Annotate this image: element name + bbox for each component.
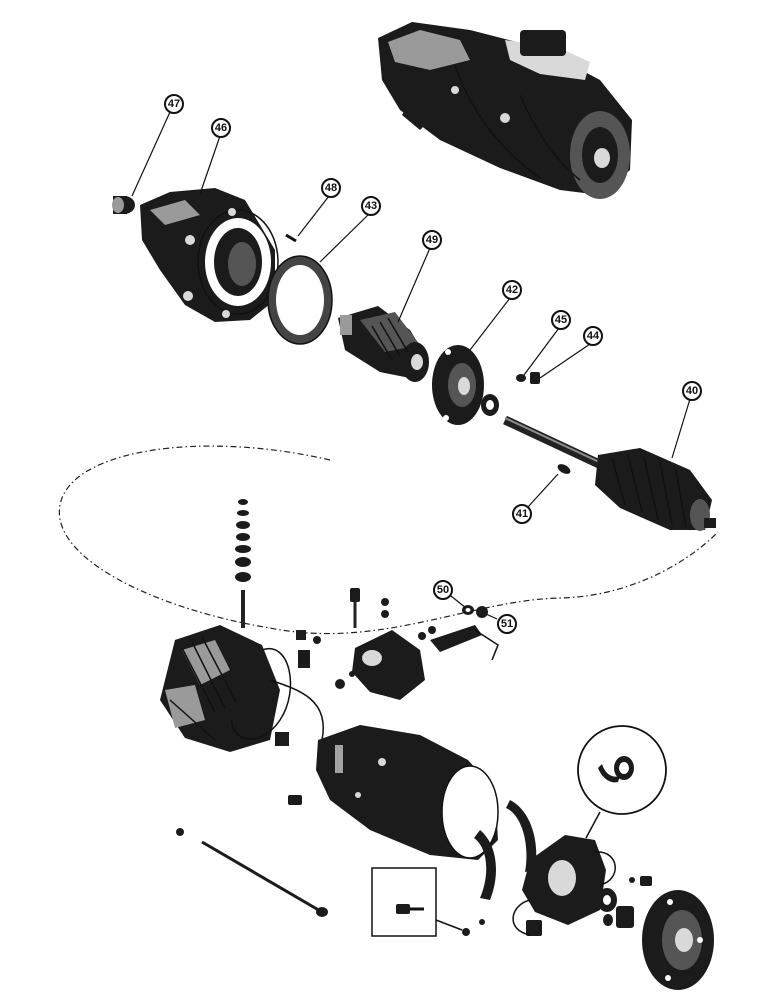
svg-text:46: 46 [215, 122, 227, 134]
svg-text:40: 40 [686, 385, 698, 397]
callout-42: 42 [502, 280, 522, 300]
solenoid-part [335, 588, 499, 700]
nut-51-part [476, 606, 488, 618]
svg-text:44: 44 [587, 330, 600, 342]
svg-text:51: 51 [501, 618, 513, 630]
callout-47: 47 [164, 94, 184, 114]
brush-strips-part [474, 800, 537, 900]
callout-51: 51 [497, 614, 517, 634]
svg-text:50: 50 [437, 584, 449, 596]
callout-49: 49 [422, 230, 442, 250]
assembled-starter-motor [378, 22, 632, 199]
callout-45: 45 [551, 310, 571, 330]
center-plate-part [432, 345, 499, 425]
svg-text:48: 48 [325, 182, 337, 194]
field-coils-part [160, 625, 325, 752]
commutator-end-plate-part [642, 890, 714, 990]
svg-text:43: 43 [365, 200, 377, 212]
callout-46: 46 [211, 118, 231, 138]
pin-part [285, 233, 297, 243]
callout-44: 44 [583, 326, 603, 346]
callout-48: 48 [321, 178, 341, 198]
magnified-detail-circle [577, 725, 667, 839]
terminal-stud-stack [235, 499, 251, 628]
end-bearing-stack [597, 876, 652, 928]
svg-text:49: 49 [426, 234, 438, 246]
callout-43: 43 [361, 196, 381, 216]
svg-text:47: 47 [168, 98, 180, 110]
brush-holder-part [512, 835, 616, 936]
through-bolt-part [176, 828, 328, 917]
callout-50: 50 [433, 580, 453, 600]
drive-housing-part [140, 188, 279, 322]
svg-text:45: 45 [555, 314, 567, 326]
armature-part [503, 415, 716, 531]
screw-part [530, 372, 540, 384]
inset-detail-box [371, 867, 485, 937]
key-part [557, 464, 571, 474]
field-frame-part [288, 725, 499, 860]
svg-text:41: 41 [516, 508, 528, 520]
washer-part [516, 374, 526, 382]
drive-assembly-part [338, 306, 429, 382]
bushing-part [112, 196, 135, 214]
gasket-part [267, 255, 333, 345]
leader-lines [131, 111, 691, 620]
assembly-outline-dashed [58, 445, 719, 635]
callout-41: 41 [512, 504, 532, 524]
callout-40: 40 [682, 381, 702, 401]
svg-text:42: 42 [506, 284, 518, 296]
